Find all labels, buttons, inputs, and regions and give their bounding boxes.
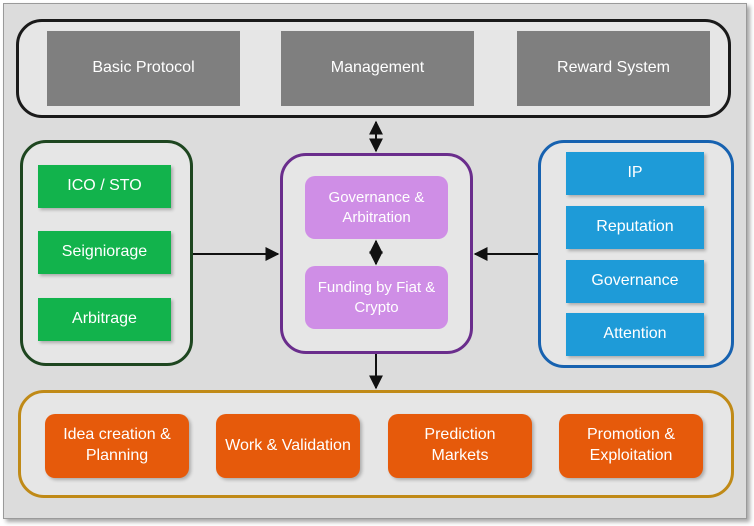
prediction-markets-box: Prediction Markets — [388, 414, 532, 478]
reputation-box: Reputation — [566, 206, 704, 249]
governance-box: Governance — [566, 260, 704, 303]
ip-box: IP — [566, 152, 704, 195]
idea-creation-planning-box: Idea creation & Planning — [45, 414, 189, 478]
arbitrage-box: Arbitrage — [38, 298, 171, 341]
ico-sto-box: ICO / STO — [38, 165, 171, 208]
funding-fiat-crypto-box: Funding by Fiat & Crypto — [305, 266, 448, 329]
seigniorage-box: Seigniorage — [38, 231, 171, 274]
management-box: Management — [281, 31, 474, 106]
attention-box: Attention — [566, 313, 704, 356]
governance-arbitration-box: Governance & Arbitration — [305, 176, 448, 239]
reward-system-box: Reward System — [517, 31, 710, 106]
work-validation-box: Work & Validation — [216, 414, 360, 478]
promotion-exploitation-box: Promotion & Exploitation — [559, 414, 703, 478]
basic-protocol-box: Basic Protocol — [47, 31, 240, 106]
